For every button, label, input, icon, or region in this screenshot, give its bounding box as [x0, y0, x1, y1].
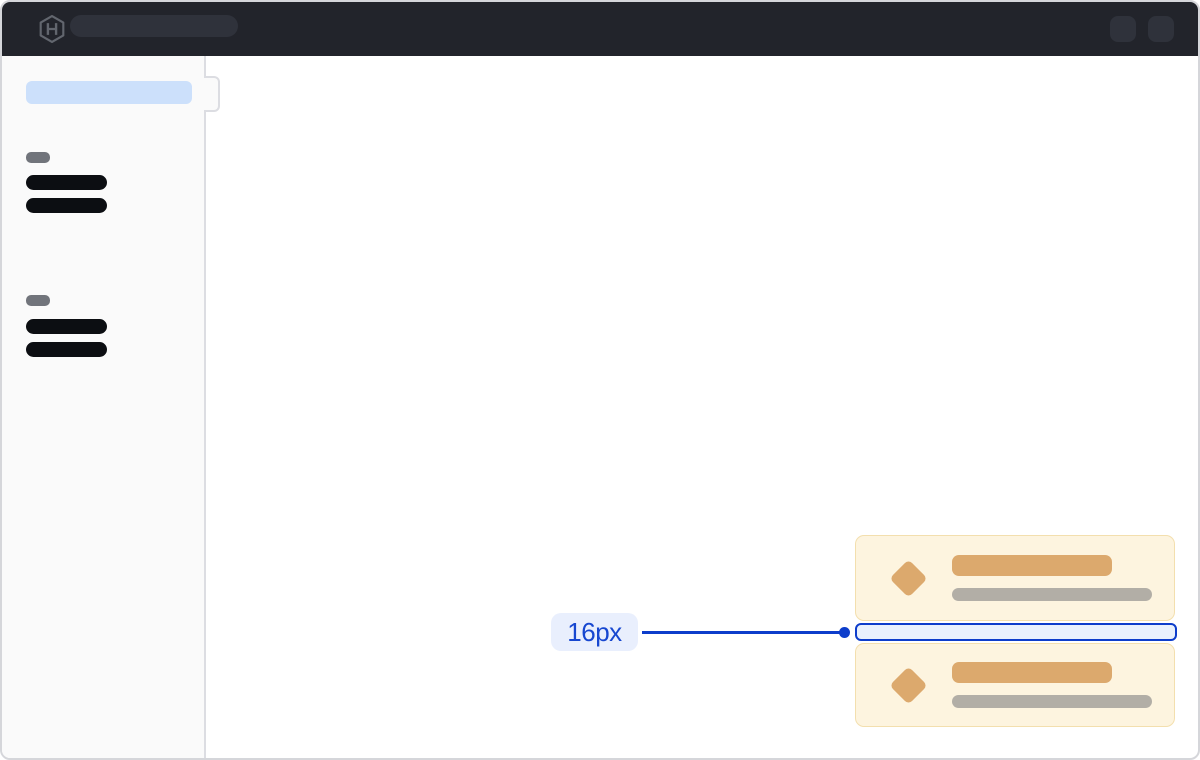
sidebar-group-1-item-1-skeleton[interactable]: [26, 175, 107, 190]
sidebar-group-2-item-2-skeleton[interactable]: [26, 342, 107, 357]
card-2-text-skeletons: [952, 662, 1152, 708]
topbar-actions: [1110, 16, 1174, 42]
card-1-subtitle-skeleton: [952, 588, 1152, 601]
card-1-title-skeleton: [952, 555, 1112, 576]
list-card-2[interactable]: [855, 643, 1175, 727]
sidebar-collapse-handle[interactable]: [204, 76, 220, 112]
diamond-icon: [889, 558, 928, 598]
sidebar-group-1-item-2-skeleton[interactable]: [26, 198, 107, 213]
card-2-subtitle-skeleton: [952, 695, 1152, 708]
sidebar-group-2-label-skeleton: [26, 295, 50, 306]
sidebar: [2, 56, 206, 758]
hashicorp-logo-icon: [38, 15, 66, 43]
card-2-title-skeleton: [952, 662, 1112, 683]
spacing-gap-highlight: [855, 623, 1177, 641]
measurement-dot: [839, 627, 850, 638]
topbar-action-button-1[interactable]: [1110, 16, 1136, 42]
topbar-search-skeleton[interactable]: [70, 15, 238, 37]
sidebar-group-2-item-1-skeleton[interactable]: [26, 319, 107, 334]
card-1-text-skeletons: [952, 555, 1152, 601]
measurement-label: 16px: [551, 613, 638, 651]
topbar-action-button-2[interactable]: [1148, 16, 1174, 42]
measurement-line: [642, 631, 844, 634]
diamond-icon: [889, 665, 928, 705]
sidebar-active-item-skeleton[interactable]: [26, 81, 192, 104]
topbar: [2, 2, 1198, 56]
list-card-1[interactable]: [855, 535, 1175, 621]
sidebar-group-1-label-skeleton: [26, 152, 50, 163]
